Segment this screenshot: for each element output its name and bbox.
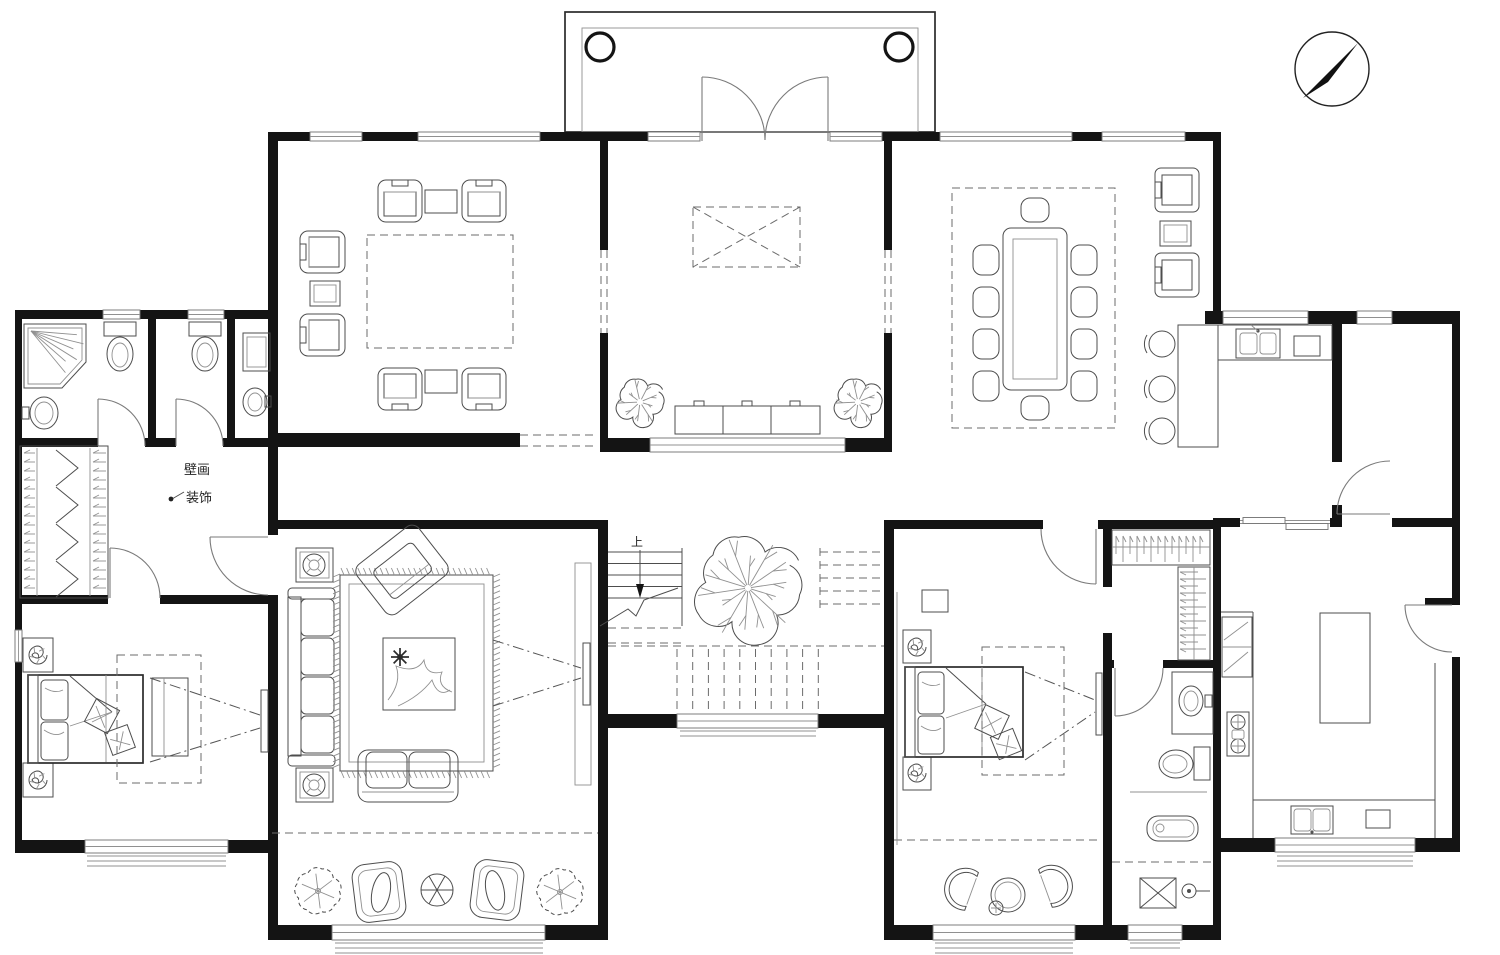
kitchen bbox=[1221, 611, 1436, 838]
wall-decor-label-2: 装饰 bbox=[186, 491, 212, 506]
nightstand bbox=[902, 629, 932, 664]
tv-panel bbox=[260, 689, 269, 753]
living-rug bbox=[332, 567, 501, 779]
stair-up-label: 上 bbox=[631, 535, 643, 549]
coffee-table bbox=[382, 637, 456, 711]
bedroom-left bbox=[22, 637, 269, 798]
lounge-chair-right bbox=[469, 859, 525, 921]
bar-sink bbox=[1235, 324, 1281, 359]
windows bbox=[14, 131, 1416, 941]
exterior-step-lines bbox=[87, 730, 1413, 954]
toilet-tank bbox=[1193, 746, 1211, 781]
wall-armchair-pair bbox=[1154, 167, 1200, 298]
bed-bench bbox=[151, 677, 189, 757]
toilet-1-tank bbox=[103, 321, 137, 337]
bar-counter-area bbox=[1143, 324, 1333, 448]
vanity bbox=[1171, 671, 1214, 735]
cabinet bbox=[242, 332, 271, 372]
atrium-dashed-stairs bbox=[608, 548, 884, 712]
balcony-plant-left bbox=[294, 867, 342, 915]
foyer-plant-right bbox=[833, 378, 883, 429]
wall-decor-label-1: 壁画 bbox=[184, 463, 210, 478]
dining-table bbox=[1002, 227, 1068, 391]
counter-top bbox=[1217, 324, 1333, 361]
sink-left bbox=[29, 396, 59, 430]
kitchen-island bbox=[1319, 612, 1371, 724]
toilet-2-tank bbox=[188, 321, 222, 337]
stair-direction-arrow bbox=[636, 584, 644, 598]
main-sofa bbox=[287, 587, 336, 767]
bed bbox=[27, 674, 144, 764]
corridor-annotation: 壁画 装饰 bbox=[168, 463, 212, 506]
kitchen-appliance bbox=[1365, 809, 1391, 829]
counter-line bbox=[1221, 611, 1436, 838]
living-room bbox=[272, 524, 598, 834]
tv-wall bbox=[492, 562, 592, 786]
entrance-porch bbox=[564, 11, 936, 141]
bedroom-right bbox=[894, 589, 1103, 916]
wardrobe-closet bbox=[19, 445, 109, 599]
accent-armchair bbox=[355, 524, 449, 616]
doors bbox=[97, 398, 1453, 717]
compass-north-icon bbox=[1294, 31, 1370, 107]
corner-shower bbox=[23, 323, 87, 389]
loveseat bbox=[357, 749, 459, 803]
leader-dot bbox=[168, 496, 174, 502]
console-cabinet bbox=[674, 400, 821, 435]
toilet-1-bowl bbox=[106, 336, 134, 372]
cooktop bbox=[1226, 711, 1250, 757]
walkin-closet bbox=[1111, 529, 1211, 661]
dining-rug bbox=[951, 187, 1116, 429]
porch-column-right bbox=[883, 31, 915, 63]
sink-middle bbox=[242, 387, 268, 417]
fridge bbox=[1221, 616, 1253, 678]
bedroom-sitting-set bbox=[944, 864, 1073, 916]
kitchen-sliding-door bbox=[1240, 517, 1330, 530]
dashed-openings bbox=[520, 250, 892, 447]
toilet-2-bowl bbox=[191, 336, 219, 372]
plant-table-bottom bbox=[295, 767, 334, 803]
balcony-table bbox=[420, 873, 454, 907]
walls bbox=[15, 132, 1460, 940]
desk bbox=[921, 589, 949, 613]
shower-area bbox=[1139, 877, 1210, 909]
lounge-chair-left bbox=[351, 861, 407, 923]
bedroom-rug bbox=[116, 654, 202, 784]
bedroom-rug bbox=[981, 646, 1065, 776]
sitting-room bbox=[299, 179, 514, 411]
bar-counter bbox=[1177, 324, 1219, 448]
plant-table-top bbox=[295, 547, 334, 583]
courtyard-tree bbox=[694, 536, 803, 646]
dining-room bbox=[951, 167, 1200, 429]
ceiling-feature bbox=[692, 206, 801, 268]
bed bbox=[904, 666, 1024, 761]
tv-panel bbox=[582, 642, 591, 706]
nightstand bbox=[22, 637, 54, 673]
bathroom-middle bbox=[188, 321, 272, 417]
toilet-bowl bbox=[1158, 749, 1194, 779]
balcony bbox=[294, 859, 584, 923]
stair-break-line bbox=[599, 587, 679, 627]
foyer-plant-left bbox=[615, 378, 665, 429]
porch-column-left bbox=[584, 31, 616, 63]
entrance-double-door bbox=[701, 76, 829, 141]
sitting-rug bbox=[366, 234, 514, 349]
bathtub bbox=[1146, 815, 1199, 842]
tv-panel bbox=[1095, 672, 1103, 736]
kitchen-sink bbox=[1290, 805, 1334, 835]
balcony-plant-right bbox=[536, 868, 584, 916]
foyer bbox=[615, 206, 883, 435]
staircase: 上 bbox=[599, 535, 683, 644]
bathroom-left bbox=[21, 321, 137, 430]
master-bathroom bbox=[1112, 671, 1214, 909]
bar-appliance bbox=[1293, 335, 1321, 357]
nightstand bbox=[902, 756, 932, 791]
